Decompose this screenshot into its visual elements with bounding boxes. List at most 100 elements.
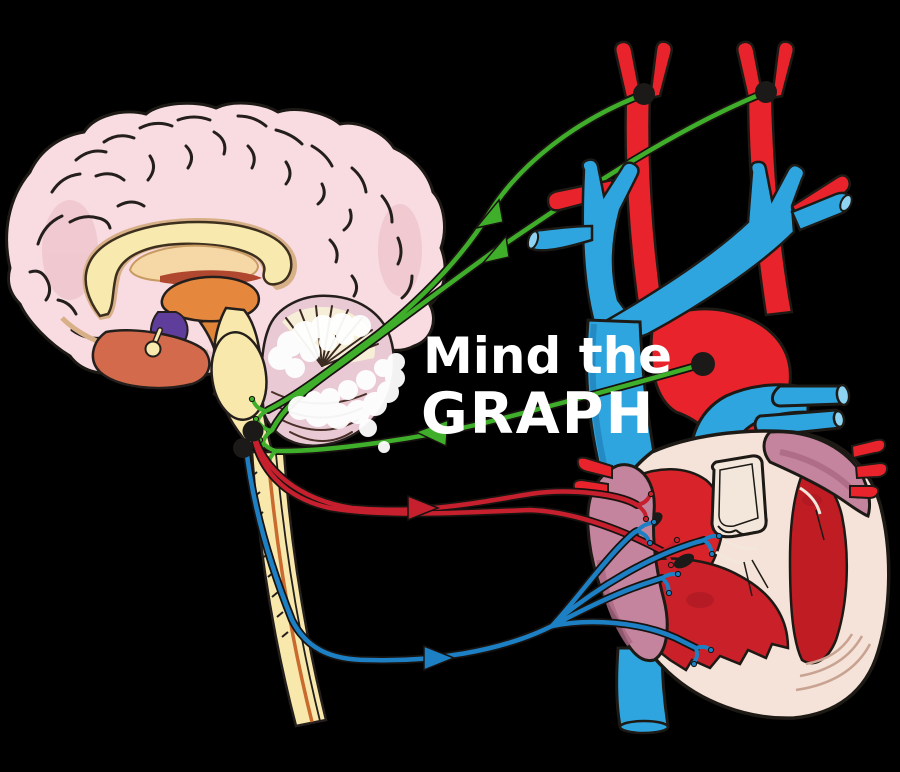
thought-dot-small <box>378 441 390 453</box>
vessel-opening <box>832 409 846 429</box>
sulcus <box>350 166 368 194</box>
folia-line <box>281 419 359 431</box>
pulmonary-branch-upper <box>771 384 848 408</box>
pv-stub-right <box>854 461 889 480</box>
sulcus <box>94 172 126 182</box>
cloud-bump <box>320 388 340 408</box>
chorda <box>815 509 825 541</box>
sulcus <box>350 274 359 298</box>
vein-opening <box>526 230 540 250</box>
sulcus <box>396 236 403 266</box>
fork-ball <box>667 561 675 569</box>
vagus-branch-septal <box>557 537 707 621</box>
cloud-bump <box>356 370 376 390</box>
vein-opening <box>839 194 853 212</box>
fork-ball <box>673 536 681 544</box>
red-fork-terminal <box>635 490 655 523</box>
fork-ball <box>642 515 650 523</box>
sulcus <box>284 160 292 186</box>
left-carotid-prong <box>614 40 642 100</box>
aortic-nerve <box>273 361 706 454</box>
watermark-line2: GRAPH <box>421 381 655 447</box>
tick <box>281 631 289 638</box>
chorda <box>751 559 769 589</box>
valve-cusp <box>735 529 755 536</box>
sulcus <box>310 144 334 168</box>
right-carotid-prong <box>736 40 764 100</box>
right-atrial-appendage <box>586 463 669 663</box>
cloud-bump <box>338 380 358 400</box>
lv-apex-ridges <box>795 633 872 692</box>
green-arrowhead <box>474 198 504 230</box>
sulcus <box>74 149 108 162</box>
pituitary-stalk-fill <box>153 328 162 344</box>
sulcus <box>328 238 339 264</box>
sulcus <box>176 115 212 122</box>
watermark-line1: Mind the <box>423 327 672 385</box>
fork-ball <box>708 550 716 558</box>
left-jugular <box>581 158 643 338</box>
tricuspid-valve <box>715 538 769 597</box>
cloud-bump <box>349 315 371 337</box>
leaflet <box>799 486 822 515</box>
ivc-opening <box>618 719 670 735</box>
valve-body <box>710 454 768 539</box>
pv-stub-right <box>850 438 887 460</box>
fork-ball <box>248 395 256 403</box>
aortic-valve <box>710 454 768 539</box>
sympathetic-branch-av <box>250 428 665 554</box>
leaflet <box>715 550 753 565</box>
green-arrowhead <box>414 418 449 448</box>
spinal-cord-band <box>250 450 328 728</box>
pituitary-gland <box>144 327 163 358</box>
cloud-upper-lobe <box>268 313 371 378</box>
red-arrowhead <box>407 494 441 522</box>
sulcus <box>342 208 353 232</box>
blue-fork-terminal <box>702 532 723 558</box>
medulla-dot-sympathetic <box>242 420 264 442</box>
blue-fork-terminal <box>635 518 658 547</box>
fork-ball <box>707 646 715 654</box>
ridge-line <box>805 633 854 666</box>
temporal-lobe <box>91 328 211 390</box>
sulcus <box>56 298 78 316</box>
brain-cloud-icon <box>268 313 405 453</box>
sulcus <box>116 200 146 208</box>
cloud-bump <box>374 359 392 377</box>
right-carotid-prong <box>770 40 796 100</box>
carotid-nerve-right <box>269 89 769 433</box>
sulcus <box>50 172 82 194</box>
blue-arrowhead <box>423 644 457 672</box>
sulcus <box>212 130 227 156</box>
sulci-lines <box>28 114 414 356</box>
cloud-bump <box>305 391 323 409</box>
sulcus <box>274 128 304 146</box>
sulcus <box>138 121 174 130</box>
mitral-valve <box>799 486 825 541</box>
fork-ball <box>674 570 682 578</box>
pituitary-body <box>144 340 162 358</box>
cloud-bump <box>336 327 354 345</box>
sulcus <box>246 144 256 170</box>
fork-ball <box>650 518 658 526</box>
vagus-main <box>243 444 555 663</box>
medulla-dot-vagal <box>233 438 253 458</box>
corpus-callosum <box>84 220 293 318</box>
green-arrowhead <box>480 234 510 265</box>
cord-stripe <box>266 455 314 723</box>
sulcus <box>68 215 112 230</box>
tick <box>276 611 284 618</box>
parasympathetic-nerve-group <box>242 443 723 672</box>
sulcus <box>316 182 326 206</box>
jugular-veins <box>526 158 853 348</box>
fork-ball <box>647 490 655 498</box>
sulcus <box>184 144 193 170</box>
vagus-branch-sa <box>549 528 640 629</box>
tick <box>271 591 279 598</box>
sulcus <box>102 134 136 144</box>
cloud-bump <box>300 342 320 362</box>
sympathetic-nerve-group <box>249 427 681 569</box>
fork-ball <box>665 589 673 597</box>
ridge-line <box>795 643 872 692</box>
cloud-bump <box>319 333 337 351</box>
